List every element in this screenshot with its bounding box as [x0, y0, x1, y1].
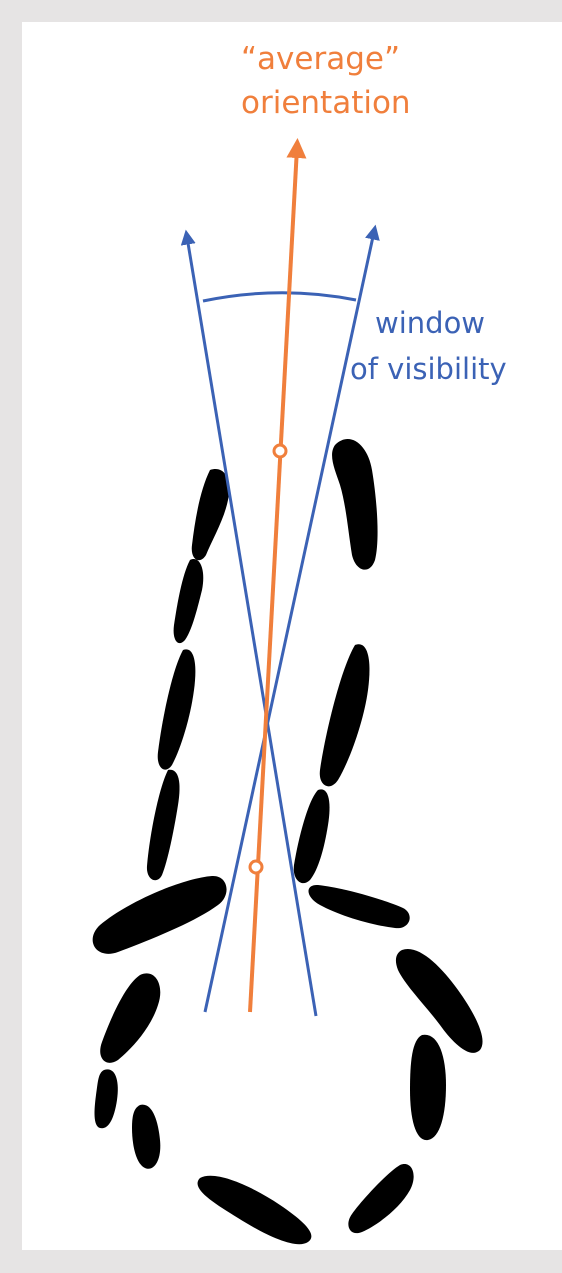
- shape-segment: [198, 1176, 312, 1244]
- shape-segment: [348, 1164, 413, 1233]
- shape-segment: [100, 973, 160, 1062]
- shape-segment: [93, 876, 227, 954]
- shape-segment: [158, 649, 196, 769]
- shape-segment: [294, 789, 330, 883]
- shape-segment: [410, 1035, 446, 1140]
- shape-segment: [332, 439, 378, 570]
- window-visibility-label-line2: of visibility: [350, 352, 507, 386]
- average-orientation-arrow: [250, 148, 297, 1012]
- shape-segment: [174, 559, 204, 643]
- window-visibility-label-line1: window: [375, 306, 485, 340]
- shape-segment: [132, 1105, 160, 1169]
- average-orientation-label-line2: orientation: [241, 86, 411, 120]
- shape-segment: [147, 770, 180, 880]
- orientation-point-lower: [250, 861, 262, 873]
- average-orientation-label-line1: “average”: [241, 42, 400, 76]
- shape-segment: [320, 644, 370, 786]
- shape-segment: [308, 885, 409, 928]
- shape-segment: [396, 949, 483, 1053]
- shape-segment: [95, 1069, 118, 1128]
- shape-segment: [192, 469, 229, 560]
- orientation-point-upper: [274, 445, 286, 457]
- visibility-window-arc: [203, 293, 356, 301]
